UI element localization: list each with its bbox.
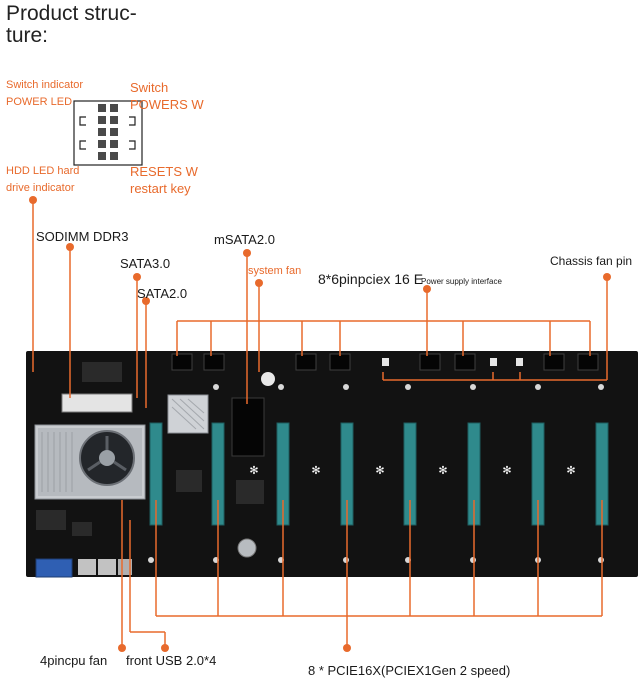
front-usb-label: front USB 2.0*4 — [126, 653, 217, 668]
header-pins — [98, 104, 118, 160]
sodimm-slot — [61, 393, 133, 413]
power-supply-label: Power supply interface — [421, 277, 502, 286]
msata-label: mSATA2.0 — [214, 232, 275, 247]
callout-dots — [29, 196, 611, 652]
cpu-fan-label: 4pincpu fan — [40, 653, 108, 668]
switch-indicator-line-1: Switch indicator — [6, 79, 84, 91]
hdd-line-1: HDD LED hard — [6, 165, 80, 177]
sata3-label: SATA3.0 — [120, 256, 171, 271]
hdd-line-2: drive indicator — [6, 182, 75, 194]
svg-text:✻: ✻ — [311, 464, 320, 477]
motherboard: ✻ ✻ ✻ ✻ ✻ ✻ — [26, 351, 638, 578]
sata2-label: SATA2.0 — [137, 286, 188, 301]
resets-label: RESETS W restart key — [130, 163, 198, 197]
pcie-power-label: 8*6pinpciex 16 E — [318, 271, 424, 287]
front-panel-header-icon — [73, 100, 143, 166]
switch-indicator-line-2: POWER LED — [6, 96, 73, 108]
resets-line-2: restart key — [130, 181, 191, 196]
diagram-title: Product struc- ture: — [6, 3, 137, 47]
svg-text:✻: ✻ — [566, 464, 575, 477]
system-fan-label: system fan — [248, 265, 302, 277]
pcie-slots-label: 8 * PCIE16X(PCIEX1Gen 2 speed) — [308, 663, 511, 678]
hdd-led-label: HDD LED hard drive indicator — [6, 163, 79, 197]
svg-text:✻: ✻ — [502, 464, 511, 477]
pcie-x16-slots — [149, 422, 609, 526]
switch-line-1: Switch — [130, 80, 169, 95]
heatsink — [34, 424, 146, 500]
callout-leader-lines — [32, 202, 608, 648]
title-line-2: ture: — [6, 24, 49, 47]
title-line-1: Product struc- — [6, 2, 137, 25]
svg-text:✻: ✻ — [375, 464, 384, 477]
cmos-battery — [237, 538, 257, 558]
switch-line-2: POWERS W — [130, 97, 204, 112]
system-fan-header — [261, 372, 275, 386]
resets-line-1: RESETS W — [130, 164, 198, 179]
switch-indicator-label: Switch indicator POWER LED — [6, 77, 83, 111]
sodimm-label: SODIMM DDR3 — [36, 229, 129, 244]
svg-text:✻: ✻ — [249, 464, 258, 477]
chassis-fan-label: Chassis fan pin — [550, 254, 633, 268]
pcie-power-connectors — [171, 353, 599, 371]
switch-label: Switch POWERS W — [130, 79, 204, 113]
msata-slot — [231, 397, 265, 457]
svg-text:✻: ✻ — [438, 464, 447, 477]
